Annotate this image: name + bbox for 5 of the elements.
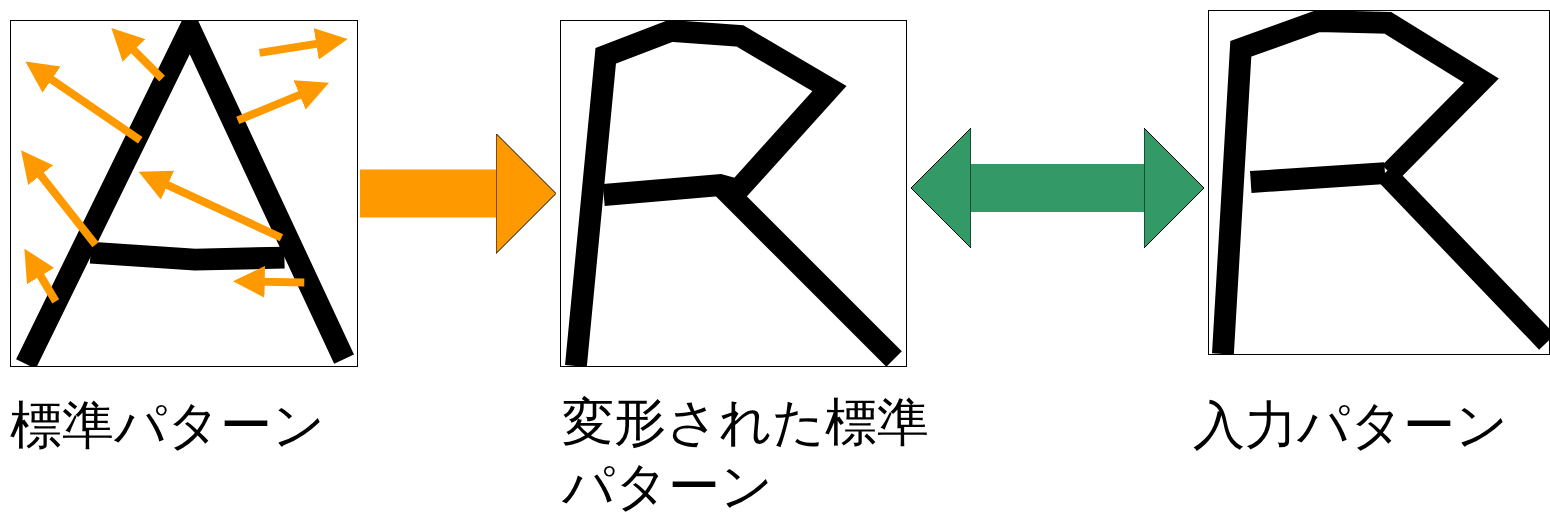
block-arrow bbox=[910, 127, 1205, 249]
block-arrow bbox=[360, 133, 557, 254]
pattern-caption: 入力パターン bbox=[1193, 394, 1509, 457]
pattern-caption: 変形された標準パターン bbox=[562, 391, 930, 518]
pattern-caption: 標準パターン bbox=[10, 394, 326, 457]
